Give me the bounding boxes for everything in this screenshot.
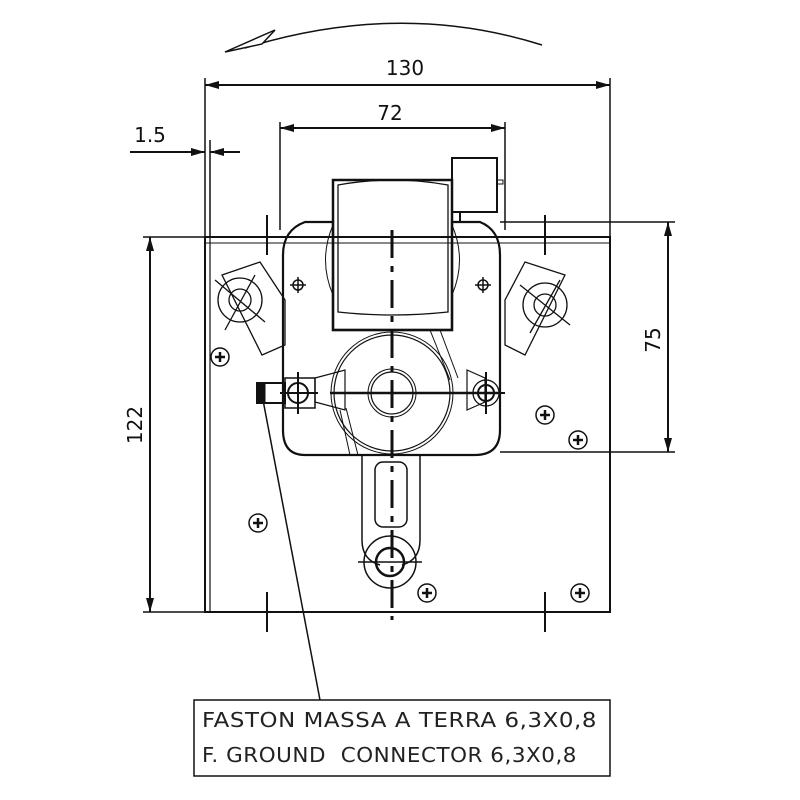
mount-screw-left (214, 261, 286, 356)
dimension-75 (500, 221, 675, 453)
outlet-slot (358, 455, 422, 589)
rotation-arrow (244, 22, 543, 49)
dim-label-130: 130 (386, 56, 424, 80)
leader-line (262, 399, 321, 701)
dimension-72 (279, 122, 506, 230)
dimension-122 (143, 236, 205, 613)
note-box (193, 699, 611, 777)
dimension-130 (204, 78, 611, 237)
ground-faston (256, 382, 286, 404)
plate-screws (210, 277, 590, 603)
mount-screw-right (504, 261, 571, 356)
dimension-1-5 (130, 140, 240, 237)
terminal-box (451, 157, 498, 213)
mounting-plate (204, 236, 611, 613)
dim-label-122: 122 (123, 406, 147, 444)
dim-label-75: 75 (641, 327, 665, 352)
note-line-2: F. GROUND CONNECTOR 6,3X0,8 (202, 743, 577, 767)
note-line-1: FASTON MASSA A TERRA 6,3X0,8 (202, 708, 597, 732)
dim-label-72: 72 (377, 101, 402, 125)
motor-bracket (281, 220, 502, 457)
dim-label-1-5: 1.5 (134, 123, 166, 147)
